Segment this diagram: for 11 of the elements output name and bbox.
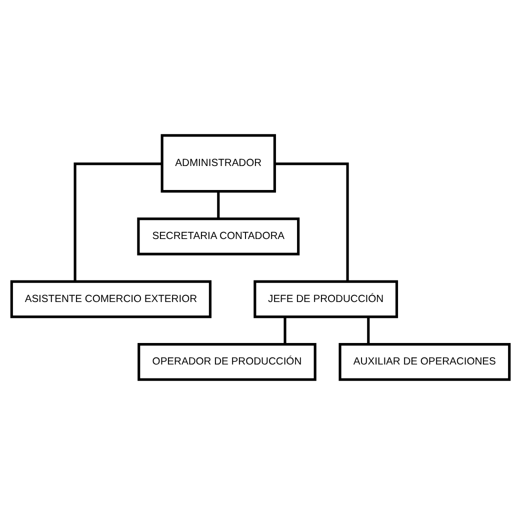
node-box: ADMINISTRADOR bbox=[160, 134, 276, 193]
node-box: AUXILIAR DE OPERACIONES bbox=[338, 343, 511, 381]
connector bbox=[275, 162, 349, 282]
node-box: OPERADOR DE PRODUCCIÓN bbox=[138, 343, 316, 381]
connector bbox=[284, 317, 286, 344]
node-box: ASISTENTE COMERCIO EXTERIOR bbox=[10, 280, 212, 318]
connector bbox=[217, 191, 220, 219]
connector bbox=[74, 162, 162, 282]
node-box: JEFE DE PRODUCCIÓN bbox=[254, 280, 398, 318]
connector bbox=[367, 317, 370, 344]
node-box: SECRETARIA CONTADORA bbox=[137, 218, 300, 256]
